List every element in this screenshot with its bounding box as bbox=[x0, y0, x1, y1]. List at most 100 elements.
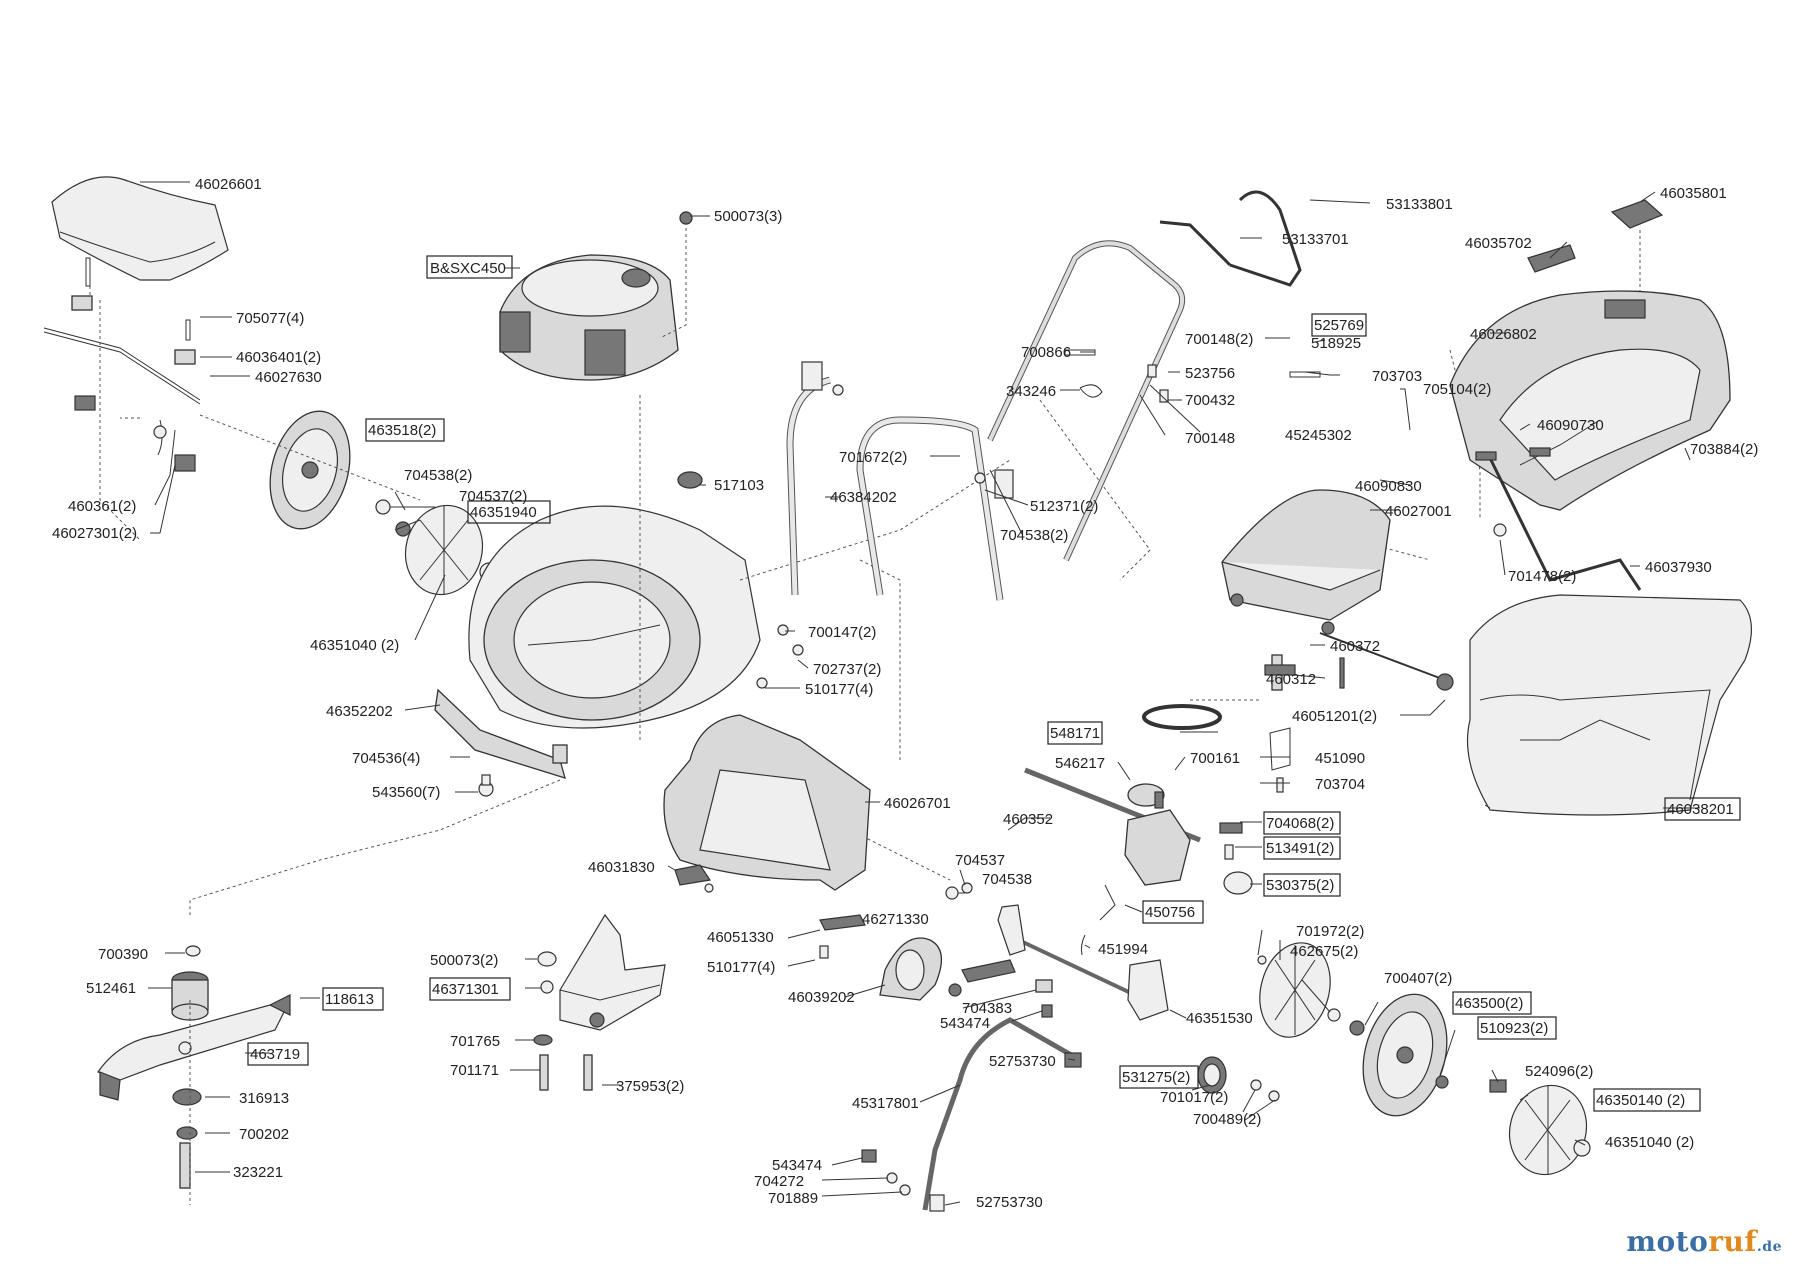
label-460352: 460352 bbox=[1003, 811, 1053, 828]
label-704537-a: 704537(2) bbox=[459, 488, 527, 505]
clamp-part bbox=[801, 361, 823, 391]
clamp-part bbox=[994, 469, 1014, 499]
mulch-flap-part bbox=[879, 937, 942, 1001]
label-53133701: 53133701 bbox=[1282, 231, 1349, 248]
label-531275: 531275(2) bbox=[1122, 1069, 1190, 1086]
bushing-part bbox=[1223, 871, 1253, 895]
label-462675: 462675(2) bbox=[1290, 943, 1358, 960]
label-704538-b: 704538(2) bbox=[1000, 527, 1068, 544]
label-46051330: 46051330 bbox=[707, 929, 774, 946]
label-46038201: 46038201 bbox=[1667, 801, 1734, 818]
mower-deck-part bbox=[434, 505, 761, 779]
label-46384202: 46384202 bbox=[830, 489, 897, 506]
cover-part bbox=[1610, 199, 1664, 229]
label-46026601: 46026601 bbox=[195, 176, 262, 193]
label-701672: 701672(2) bbox=[839, 449, 907, 466]
bracket-part bbox=[819, 914, 866, 931]
label-700407: 700407(2) bbox=[1384, 970, 1452, 987]
label-460372: 460372 bbox=[1330, 638, 1380, 655]
label-700148-b: 700148 bbox=[1185, 430, 1235, 447]
label-704537-b: 704537 bbox=[955, 852, 1005, 869]
label-700147: 700147(2) bbox=[808, 624, 876, 641]
blade-adapter-part bbox=[171, 971, 209, 1021]
label-704272: 704272 bbox=[754, 1173, 804, 1190]
label-700161: 700161 bbox=[1190, 750, 1240, 767]
label-525769: 525769 bbox=[1314, 317, 1364, 334]
label-463719: 463719 bbox=[250, 1046, 300, 1063]
label-45317801: 45317801 bbox=[852, 1095, 919, 1112]
label-46027630: 46027630 bbox=[255, 369, 322, 386]
label-46031830: 46031830 bbox=[588, 859, 655, 876]
label-701972: 701972(2) bbox=[1296, 923, 1364, 940]
grassbox-part bbox=[1467, 594, 1753, 816]
label-704068: 704068(2) bbox=[1266, 815, 1334, 832]
label-46026701: 46026701 bbox=[884, 795, 951, 812]
part-labels: 46026601 705077(4) 46036401(2) 46027630 … bbox=[52, 176, 1758, 1211]
label-701017: 701017(2) bbox=[1160, 1089, 1228, 1106]
label-46350140: 46350140 (2) bbox=[1596, 1092, 1685, 1109]
label-700432: 700432 bbox=[1185, 392, 1235, 409]
label-46090830: 46090830 bbox=[1355, 478, 1422, 495]
label-700390: 700390 bbox=[98, 946, 148, 963]
label-705077: 705077(4) bbox=[236, 310, 304, 327]
screw-part bbox=[185, 319, 191, 341]
label-543474-b: 543474 bbox=[772, 1157, 822, 1174]
label-46051201: 46051201(2) bbox=[1292, 708, 1377, 725]
label-701889: 701889 bbox=[768, 1190, 818, 1207]
clip-part bbox=[174, 454, 196, 472]
label-460312: 460312 bbox=[1266, 671, 1316, 688]
label-517103: 517103 bbox=[714, 477, 764, 494]
label-46351530: 46351530 bbox=[1186, 1010, 1253, 1027]
label-518925: 518925 bbox=[1311, 335, 1361, 352]
hub-cap-right-part bbox=[1508, 1084, 1588, 1176]
upper-handle-part bbox=[987, 190, 1302, 562]
watermark-logo: motoruf.de bbox=[1626, 1225, 1782, 1258]
mulch-insert-part bbox=[559, 913, 666, 1031]
label-45245302: 45245302 bbox=[1285, 427, 1352, 444]
label-700489: 700489(2) bbox=[1193, 1111, 1261, 1128]
clip-part bbox=[174, 349, 196, 365]
label-500073-a: 500073(3) bbox=[714, 208, 782, 225]
label-548171: 548171 bbox=[1050, 725, 1100, 742]
label-524096: 524096(2) bbox=[1525, 1063, 1593, 1080]
hub-cap-part bbox=[404, 504, 484, 596]
label-510923: 510923(2) bbox=[1480, 1020, 1548, 1037]
label-46035801: 46035801 bbox=[1660, 185, 1727, 202]
parts-illustration bbox=[43, 176, 1753, 1212]
label-375953: 375953(2) bbox=[616, 1078, 684, 1095]
cover-part bbox=[1527, 244, 1576, 273]
gearbox-part bbox=[1124, 783, 1191, 886]
label-513491: 513491(2) bbox=[1266, 840, 1334, 857]
leader-lines bbox=[140, 181, 1700, 1206]
label-510177-b: 510177(4) bbox=[707, 959, 775, 976]
label-bsxc450: B&SXC450 bbox=[430, 260, 506, 277]
label-52753730-b: 52753730 bbox=[976, 1194, 1043, 1211]
blade-part bbox=[97, 994, 291, 1101]
label-523756: 523756 bbox=[1185, 365, 1235, 382]
label-700202: 700202 bbox=[239, 1126, 289, 1143]
label-543474-a: 543474 bbox=[940, 1015, 990, 1032]
label-52753730-a: 52753730 bbox=[989, 1053, 1056, 1070]
label-451090: 451090 bbox=[1315, 750, 1365, 767]
label-704538-a: 704538(2) bbox=[404, 467, 472, 484]
label-512461: 512461 bbox=[86, 980, 136, 997]
label-46371301: 46371301 bbox=[432, 981, 499, 998]
engine-part bbox=[499, 211, 693, 381]
discharge-chute-part bbox=[663, 714, 871, 891]
label-46352202: 46352202 bbox=[326, 703, 393, 720]
label-46027301: 46027301(2) bbox=[52, 525, 137, 542]
label-323221: 323221 bbox=[233, 1164, 283, 1181]
label-460361: 460361(2) bbox=[68, 498, 136, 515]
label-703884: 703884(2) bbox=[1690, 441, 1758, 458]
grassbox-lid-part bbox=[1449, 290, 1731, 511]
label-546217: 546217 bbox=[1055, 755, 1105, 772]
label-343246: 343246 bbox=[1006, 383, 1056, 400]
bracket-part bbox=[674, 864, 712, 886]
label-316913: 316913 bbox=[239, 1090, 289, 1107]
label-46351940: 46351940 bbox=[470, 504, 537, 521]
clip-part bbox=[74, 395, 96, 411]
label-530375: 530375(2) bbox=[1266, 877, 1334, 894]
rear-flap-part bbox=[1221, 489, 1391, 635]
label-500073-b: 500073(2) bbox=[430, 952, 498, 969]
rear-wheel-right-part bbox=[1362, 993, 1448, 1117]
